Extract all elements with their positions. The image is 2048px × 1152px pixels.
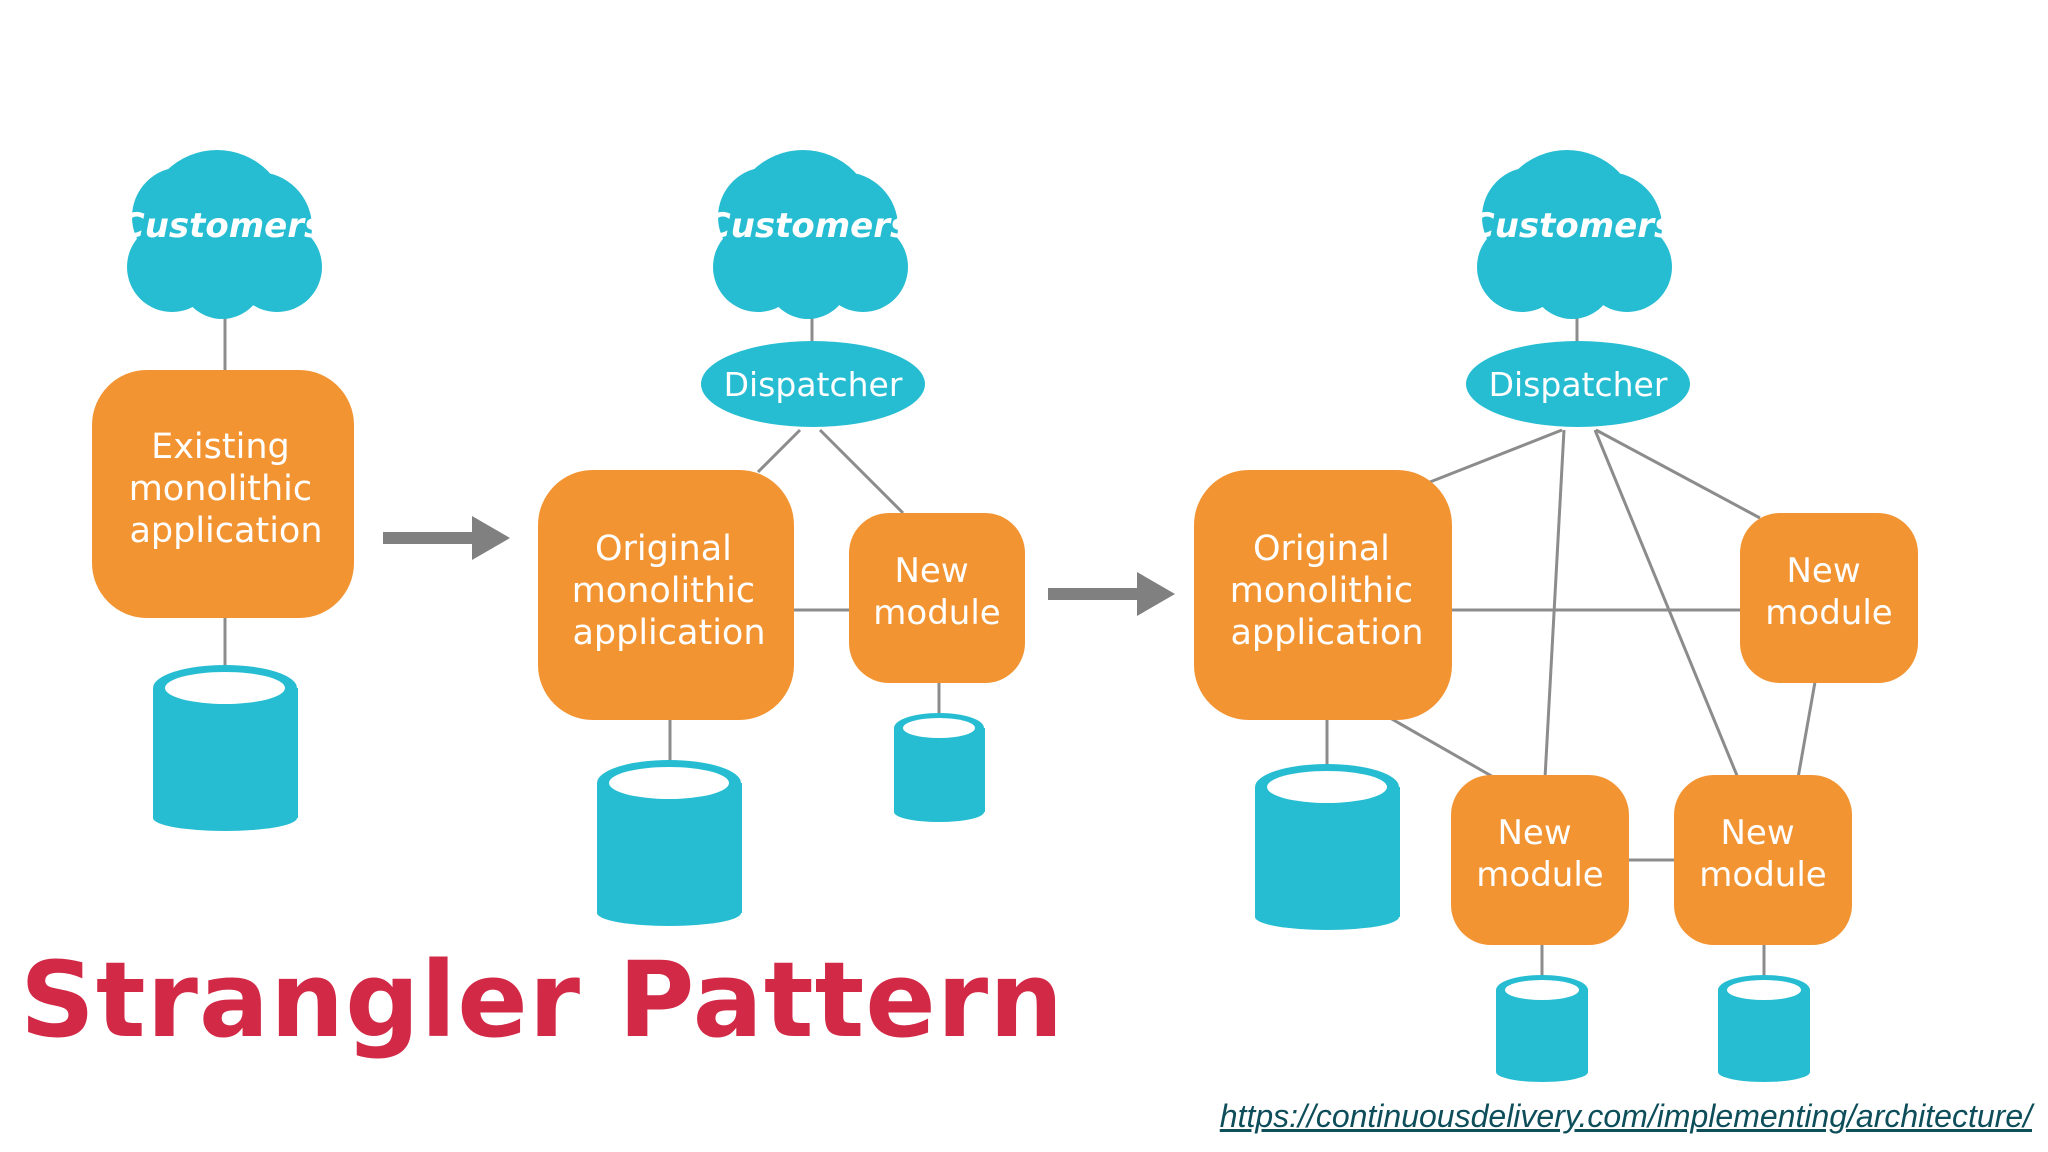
database-icon [153, 665, 298, 831]
customers-label: Customers [120, 206, 325, 246]
original-monolith-label: Original monolithic application [572, 529, 767, 653]
new-module-label: New module [1476, 813, 1603, 895]
new-module-box [1740, 513, 1918, 683]
arrow-stage-2-to-3 [1048, 572, 1175, 616]
dispatcher-node [1466, 341, 1690, 427]
existing-monolith-label: Existing monolithic application [129, 427, 324, 551]
new-module-label: New module [1765, 551, 1892, 633]
customers-label: Customers [706, 206, 911, 246]
database-icon [597, 760, 742, 926]
dispatcher-label: Dispatcher [724, 365, 903, 404]
dispatcher-label: Dispatcher [1489, 365, 1668, 404]
customers-cloud-icon: Customers [120, 150, 325, 319]
connector-lines [223, 300, 1817, 980]
new-module-box [1451, 775, 1629, 945]
source-link[interactable]: https://continuousdelivery.com/implement… [1219, 1098, 2032, 1134]
new-module-label: New module [873, 551, 1000, 633]
arrow-stage-1-to-2 [383, 516, 510, 560]
dispatcher-node [701, 341, 925, 427]
original-monolith-box [538, 470, 794, 720]
original-monolith-label: Original monolithic application [1230, 529, 1425, 653]
database-icon [1496, 975, 1588, 1082]
stage-3: Customers Dispatcher Original monolithic… [1194, 150, 1918, 1082]
page-title: Strangler Pattern [20, 939, 1065, 1061]
database-icon [1718, 975, 1810, 1082]
customers-label: Customers [1470, 206, 1675, 246]
customers-cloud-icon: Customers [706, 150, 911, 319]
database-icon [894, 713, 985, 822]
existing-monolith-box [92, 370, 354, 618]
original-monolith-box [1194, 470, 1452, 720]
new-module-label: New module [1699, 813, 1826, 895]
database-icon [1255, 764, 1400, 930]
stage-2: Customers Dispatcher Original monolithic… [538, 150, 1025, 926]
customers-cloud-icon: Customers [1470, 150, 1675, 319]
new-module-box [849, 513, 1025, 683]
new-module-box [1674, 775, 1852, 945]
stage-1: Customers Existing monolithic applicatio… [92, 150, 354, 831]
